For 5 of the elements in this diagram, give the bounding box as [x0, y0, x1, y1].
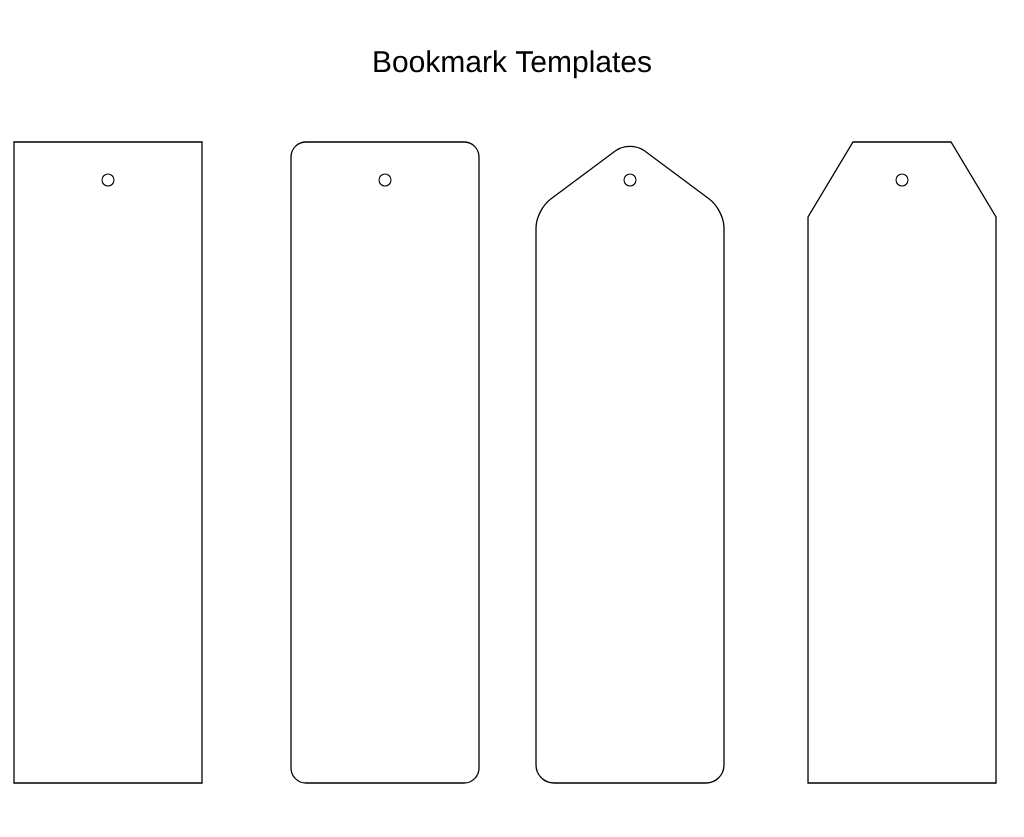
- bookmark-outline: [290, 141, 480, 784]
- bookmark-outline: [807, 141, 997, 784]
- bookmark-outline: [13, 141, 203, 784]
- title: Bookmark Templates: [374, 50, 651, 79]
- bookmark-outline: [535, 145, 725, 784]
